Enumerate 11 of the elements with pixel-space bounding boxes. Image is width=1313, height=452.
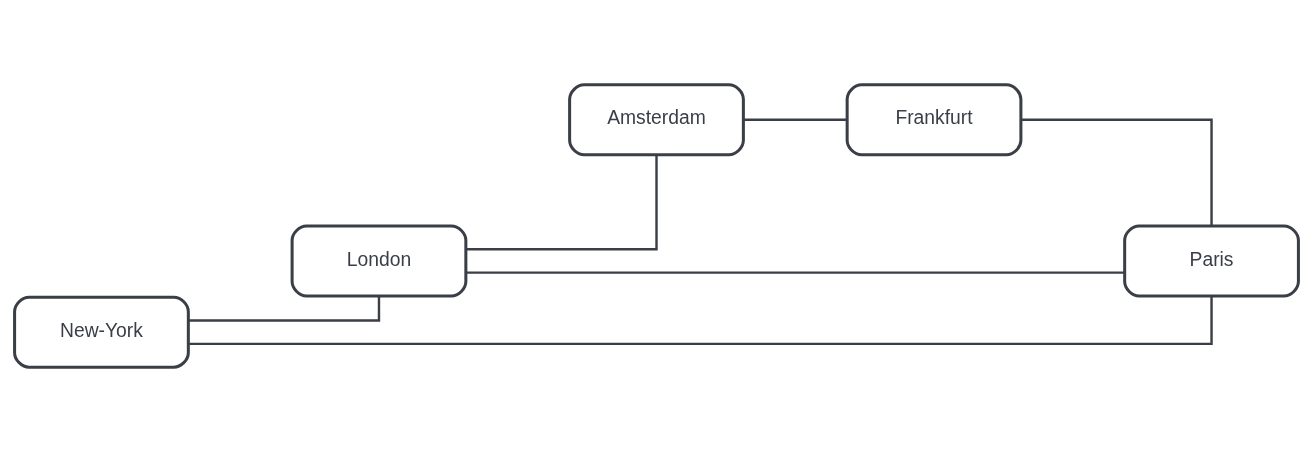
node-box: London bbox=[290, 224, 468, 298]
connector bbox=[466, 154, 658, 251]
connector bbox=[466, 271, 1125, 274]
connector bbox=[1021, 118, 1213, 226]
node-box: Paris bbox=[1123, 224, 1300, 298]
connector bbox=[188, 296, 381, 322]
node-box: Amsterdam bbox=[568, 83, 745, 157]
node-box: Frankfurt bbox=[845, 83, 1023, 157]
connector bbox=[188, 296, 1213, 346]
node-box: New-York bbox=[13, 295, 190, 369]
connector bbox=[743, 118, 847, 122]
